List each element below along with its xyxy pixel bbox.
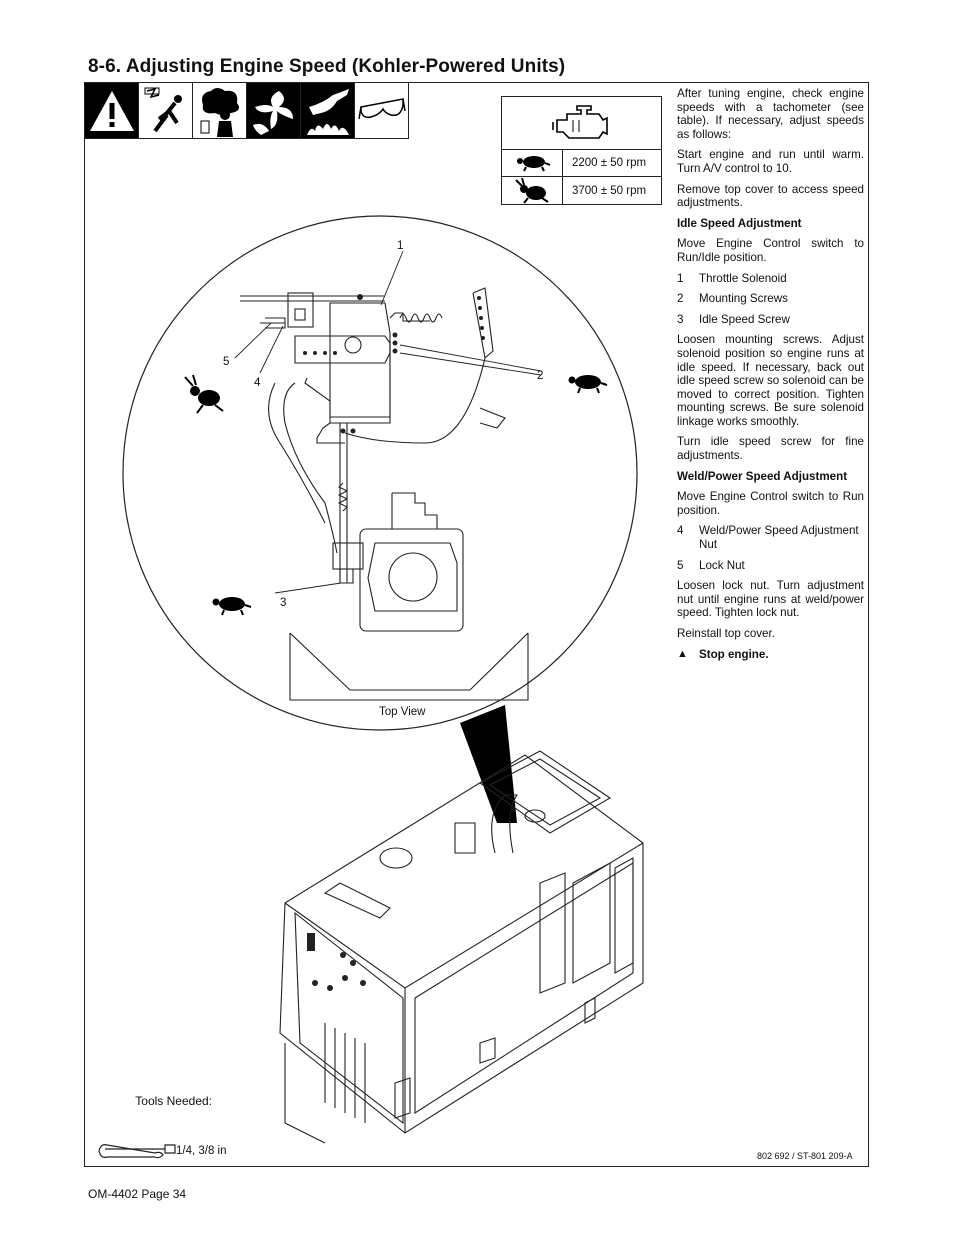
turtle-icon (502, 150, 563, 176)
weld-heading: Weld/Power Speed Adjustment (677, 469, 848, 483)
warning-triangle-icon (85, 83, 139, 139)
carburetor (332, 492, 464, 632)
section-title: 8-6. Adjusting Engine Speed (Kohler-Powe… (88, 56, 566, 77)
electric-shock-icon (139, 83, 193, 139)
callout-2: 2 (537, 370, 544, 382)
speed-row-run: 3700 ± 50 rpm (502, 177, 661, 205)
idle-heading: Idle Speed Adjustment (677, 216, 802, 230)
callout-leaders (234, 250, 542, 594)
hot-parts-icon (301, 83, 355, 139)
base-housing (289, 632, 529, 701)
detail-circle (122, 215, 638, 731)
callout-1: 1 (397, 240, 404, 252)
welder-machine (279, 750, 644, 1144)
moving-parts-icon (247, 83, 301, 139)
callout-pointer (460, 705, 517, 823)
callout-3: 3 (280, 597, 287, 609)
welder-controls (307, 933, 366, 991)
idle-turn-text: Turn idle speed screw for fine adjustmen… (677, 435, 864, 463)
intro-text: After tuning engine, check engine speeds… (677, 87, 864, 141)
speed-row-idle: 2200 ± 50 rpm (502, 150, 661, 177)
safety-icon-bar (85, 83, 409, 139)
tools-size-label: 1/4, 3/8 in (176, 1145, 227, 1157)
speed-table: 2200 ± 50 rpm 3700 ± 50 rpm (501, 96, 662, 205)
weld-loosen-text: Loosen lock nut. Turn adjustment nut unt… (677, 579, 864, 620)
tools-needed-label: Tools Needed: (135, 1094, 212, 1108)
stop-engine-warning: ▲Stop engine. (677, 647, 769, 661)
idle-speed-value: 2200 ± 50 rpm (572, 157, 647, 169)
callout-5: 5 (223, 356, 230, 368)
warning-triangle-small-icon: ▲ (677, 647, 688, 660)
safety-glasses-icon (355, 83, 409, 139)
engine-speed-illustration (98, 215, 644, 1159)
figure-reference: 802 692 / ST-801 209-A (757, 1151, 853, 1161)
start-engine-text: Start engine and run until warm. Turn A/… (677, 148, 864, 175)
rabbit-icon (502, 177, 563, 205)
turtle-icon-detail-2 (212, 597, 252, 616)
throttle-solenoid (240, 287, 506, 583)
top-view-label: Top View (379, 706, 426, 718)
reinstall-text: Reinstall top cover. (677, 627, 775, 640)
turtle-icon-detail (568, 375, 608, 394)
weld-move-text: Move Engine Control switch to Run positi… (677, 490, 864, 517)
fumes-icon (193, 83, 247, 139)
idle-move-text: Move Engine Control switch to Run/Idle p… (677, 237, 864, 264)
engine-icon (502, 97, 661, 150)
remove-cover-text: Remove top cover to access speed adjustm… (677, 182, 864, 210)
page-footer: OM-4402 Page 34 (88, 1187, 187, 1201)
instructions-column: After tuning engine, check engine speeds… (677, 87, 864, 661)
screwdriver-wrench-icon (98, 1144, 176, 1159)
run-speed-value: 3700 ± 50 rpm (572, 185, 647, 197)
rabbit-icon-detail (184, 374, 224, 414)
idle-loosen-text: Loosen mounting screws. Adjust solenoid … (677, 333, 864, 428)
figure-frame (84, 82, 869, 1167)
callout-4: 4 (254, 377, 261, 389)
